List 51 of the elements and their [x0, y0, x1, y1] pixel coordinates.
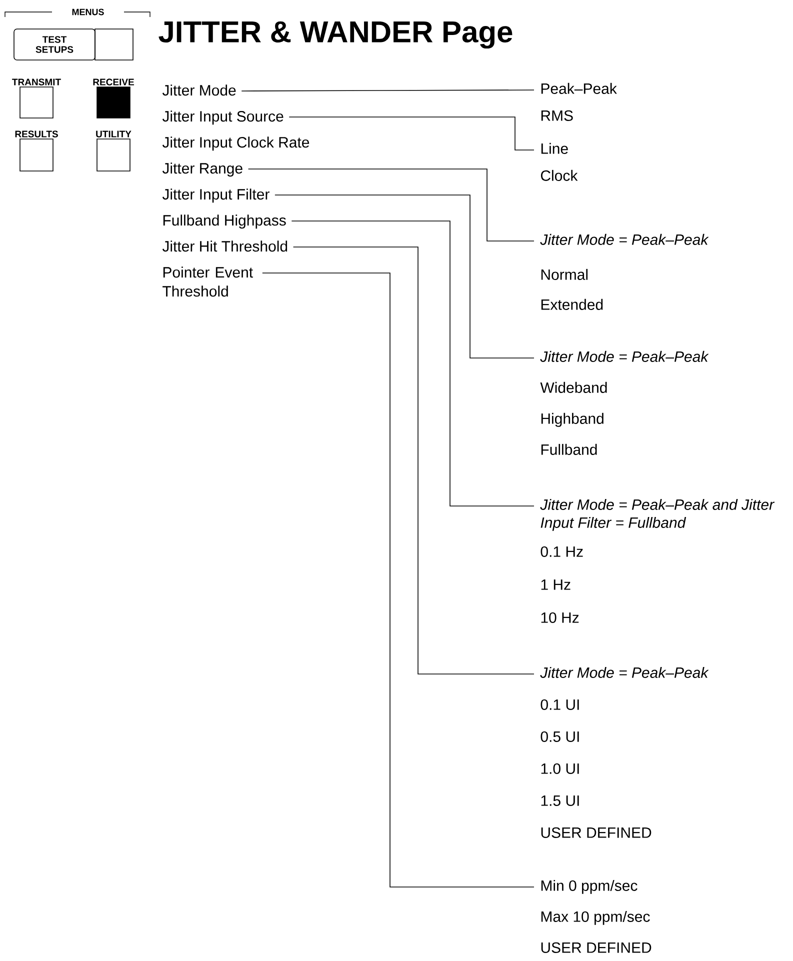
setting-name: Jitter Mode: [162, 84, 236, 96]
option-text: Max 10 ppm/sec: [541, 910, 650, 925]
setting-name: Jitter Range: [162, 162, 242, 177]
connector-line: [274, 194, 534, 358]
condition-text: Jitter Mode = Peak–Peak: [540, 350, 709, 362]
condition-text: Jitter Mode = Peak–Peak: [540, 666, 709, 678]
menu-button: TRANSMIT: [12, 78, 61, 118]
option-text: USER DEFINED: [541, 827, 652, 838]
menu-button: RESULTS: [15, 130, 58, 172]
setting-name: Jitter Hit Threshold: [162, 240, 288, 252]
option-text: 1.0 UI: [541, 763, 579, 774]
setting-name: Jitter Input Clock Rate: [162, 136, 310, 151]
menu-heading: MENUS: [72, 8, 104, 16]
option-text: 0.1 Hz: [540, 546, 583, 557]
option-text: 1 Hz: [541, 579, 570, 590]
page-title: JITTER & WANDER Page: [158, 21, 512, 49]
option-text: Line: [541, 142, 568, 154]
connector-line: [292, 246, 534, 674]
condition-text: Jitter Mode = Peak–Peak: [540, 234, 709, 245]
connector-line: [248, 168, 534, 242]
setting-name: Fullband Highpass: [163, 214, 286, 229]
option-text: USER DEFINED: [541, 942, 652, 953]
node-label: RECEIVE: [93, 78, 134, 86]
option-text: Wideband: [540, 382, 607, 393]
option-text: Min 0 ppm/sec: [541, 880, 638, 894]
option-text: 1.5 UI: [541, 796, 579, 806]
node-label: RESULTS: [15, 130, 58, 138]
option-text: 0.1 UI: [540, 699, 579, 710]
option-text: Highband: [541, 412, 604, 427]
option-text: Extended: [541, 298, 603, 310]
menu-button: [94, 28, 134, 60]
node-label: TRANSMIT: [12, 78, 61, 86]
option-text: 0.5 UI: [540, 731, 579, 742]
menu-button: UTILITY: [96, 130, 132, 172]
option-text: Peak–Peak: [541, 82, 617, 94]
setting-name: Jitter Input Filter: [162, 188, 270, 203]
connector-line: [262, 272, 534, 888]
connector-line: [291, 220, 534, 506]
connector-line: [241, 90, 534, 92]
connector-line: [288, 116, 534, 150]
menu-button: RECEIVE: [93, 78, 134, 118]
setting-name: Jitter Input Source: [162, 110, 284, 125]
option-text: Fullband: [541, 444, 597, 455]
menu-button: TEST SETUPS: [14, 28, 96, 60]
condition-text: Jitter Mode = Peak–Peak and Jitter Input Filter = Fullband: [540, 498, 775, 531]
option-text: Clock: [540, 170, 578, 181]
option-text: 10 Hz: [541, 612, 579, 623]
node-label: UTILITY: [96, 130, 132, 138]
setting-name: Pointer Event Threshold: [162, 266, 253, 297]
option-text: Normal: [541, 268, 588, 280]
option-text: RMS: [541, 110, 573, 121]
